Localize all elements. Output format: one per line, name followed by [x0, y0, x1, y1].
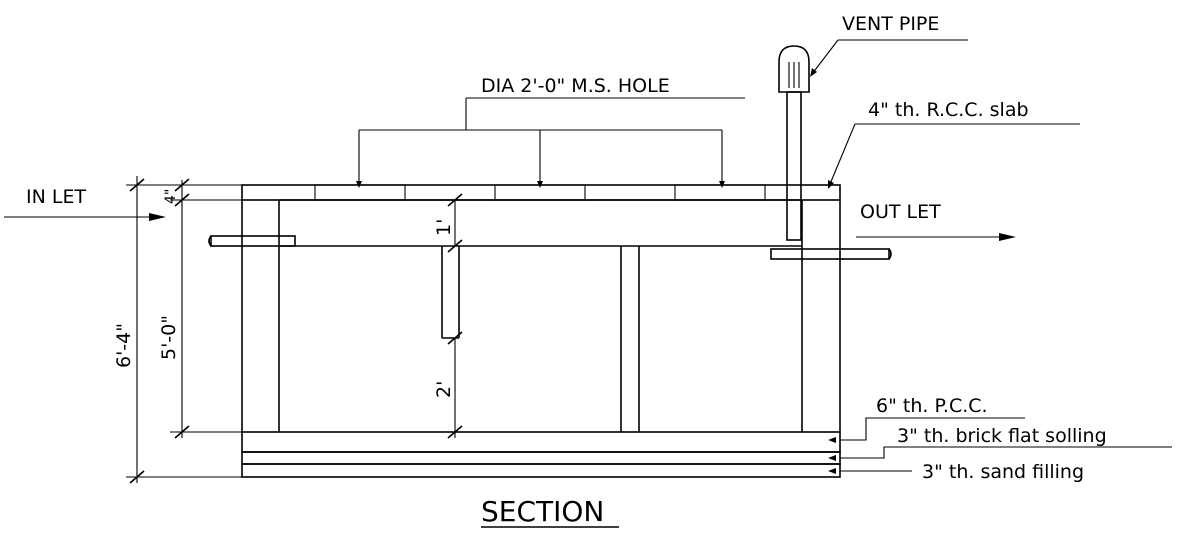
outlet-label: OUT LET	[860, 201, 941, 223]
outlet-arrow	[856, 233, 1016, 241]
inlet-pipe	[208, 235, 296, 247]
sand-filling-layer	[241, 463, 841, 478]
baffle-wall	[441, 246, 460, 339]
base-layer-leaders	[828, 417, 1172, 474]
overall-height-dim: 6'-4"	[113, 323, 135, 368]
pcc-layer	[241, 431, 841, 453]
rcc-slab-leader	[828, 123, 1080, 189]
vent-pipe-label: VENT PIPE	[842, 13, 939, 35]
vent-pipe	[778, 45, 810, 241]
partition-wall	[620, 246, 640, 432]
rcc-slab-label: 4" th. R.C.C. slab	[868, 99, 1029, 121]
base-layers	[241, 431, 841, 478]
inlet-label: IN LET	[26, 186, 86, 208]
sand-filling-label: 3" th. sand filling	[922, 461, 1084, 483]
liquid-depth-dim: 5'-0"	[158, 315, 180, 360]
ms-hole-label: DIA 2'-0" M.S. HOLE	[481, 75, 670, 97]
inlet-arrow	[4, 213, 166, 221]
baffle-top-dim: 1'	[433, 219, 455, 236]
tank-walls	[241, 199, 841, 432]
vent-pipe-leader	[810, 39, 968, 77]
pcc-label: 6" th. P.C.C.	[876, 395, 988, 417]
ms-hole-leader	[356, 97, 745, 188]
brick-soling-label: 3" th. brick flat solling	[897, 425, 1107, 447]
section-title: SECTION	[481, 495, 604, 528]
brick-soling-layer	[241, 451, 841, 465]
dimension-lines	[126, 176, 463, 484]
outlet-pipe	[770, 248, 892, 260]
baffle-bottom-dim: 2'	[433, 381, 455, 398]
slab-dim: 4"	[163, 189, 179, 204]
rcc-slab	[241, 184, 841, 201]
